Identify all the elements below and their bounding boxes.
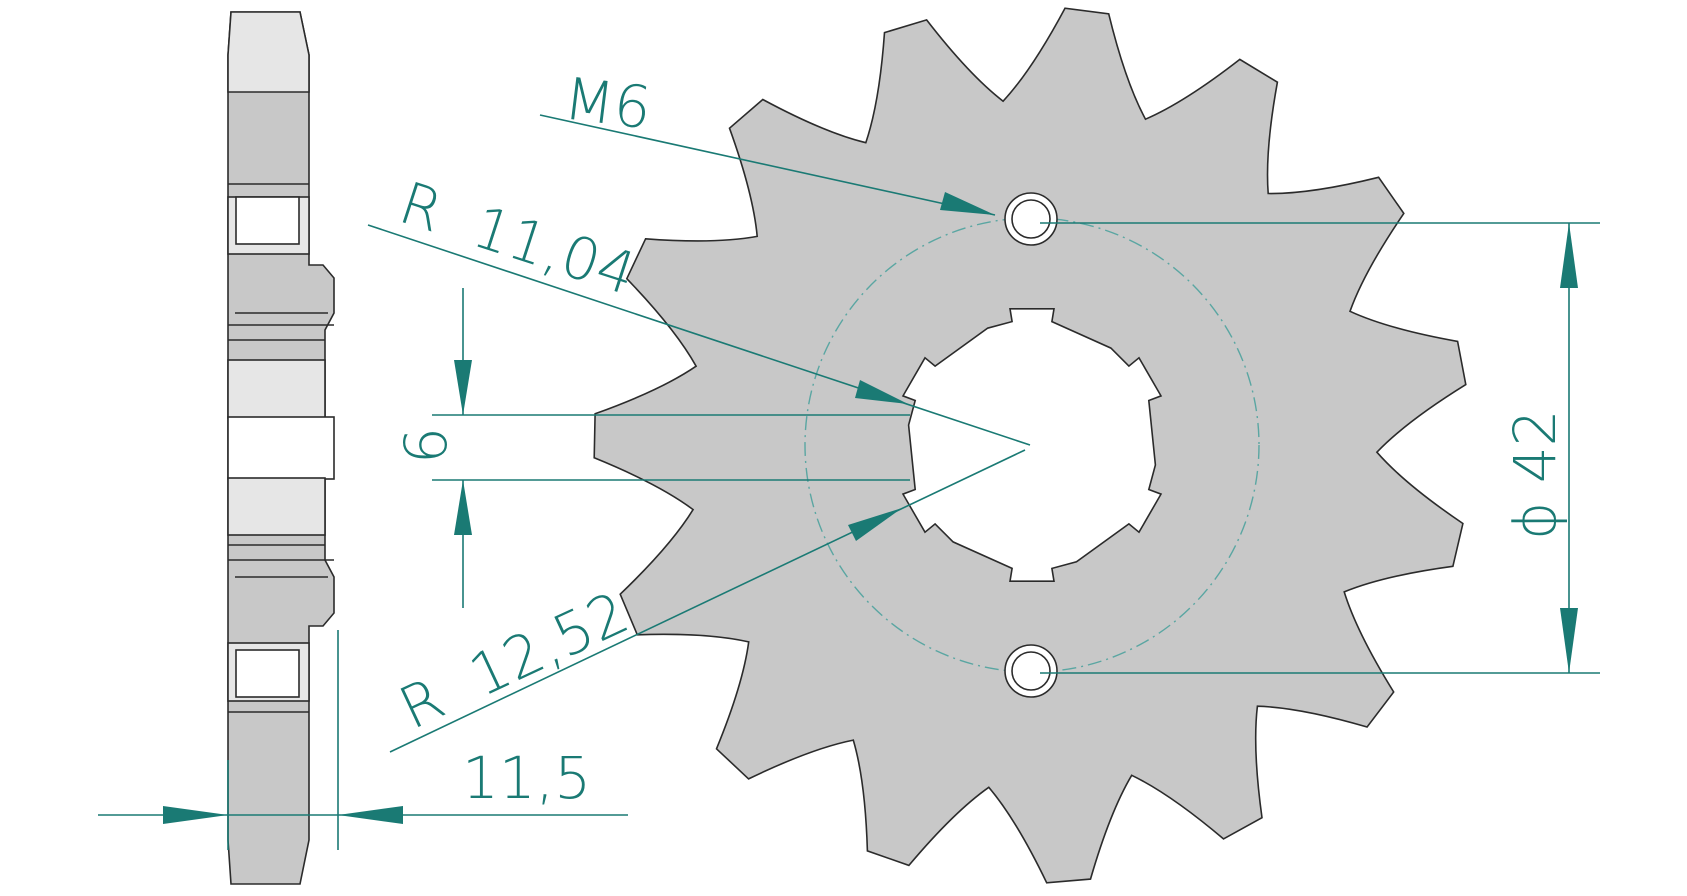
radius-outer-leader-arrow: [848, 508, 902, 541]
thread-leader-line: [539, 114, 996, 216]
dimension-lines: [98, 114, 1600, 850]
bolt-circle-label: ϕ 42: [1501, 410, 1569, 541]
thread-label: M6: [560, 64, 655, 142]
bolt-hole-bottom-inner: [1011, 651, 1051, 691]
side-view-band: [235, 196, 300, 245]
splined-center-hole: [901, 308, 1163, 582]
bolt-circle-arrow-bottom: [1560, 608, 1578, 673]
side-view-edge: [228, 544, 334, 578]
bolt-circle-arrow-top: [1560, 223, 1578, 288]
radius-inner-leader-arrow: [855, 380, 908, 404]
radius-inner-label: R 11,04: [392, 169, 644, 309]
radius-inner-leader-line: [367, 224, 1031, 446]
thickness-label: 11,5: [462, 744, 591, 812]
thickness-arrow-left: [163, 806, 228, 824]
radius-outer-leader-line: [389, 449, 1026, 753]
side-view-edge: [228, 183, 309, 713]
sprocket-side-view: [227, 11, 335, 885]
thread-leader-arrow: [940, 192, 995, 215]
side-view-edge: [228, 312, 334, 341]
side-view-top-cap: [227, 11, 310, 93]
sprocket-front-view: [593, 7, 1467, 884]
side-view-band: [235, 649, 300, 698]
spline-width-arrow-top: [454, 360, 472, 415]
spline-width-label: 6: [392, 427, 460, 464]
side-view-band: [227, 477, 326, 536]
bolt-hole-top-inner: [1011, 199, 1051, 239]
spline-width-arrow-bottom: [454, 480, 472, 535]
thickness-arrow-right: [338, 806, 403, 824]
side-view-hub-face: [227, 416, 335, 480]
radius-outer-label: R 12,52: [389, 578, 638, 742]
side-view-band: [227, 359, 326, 419]
